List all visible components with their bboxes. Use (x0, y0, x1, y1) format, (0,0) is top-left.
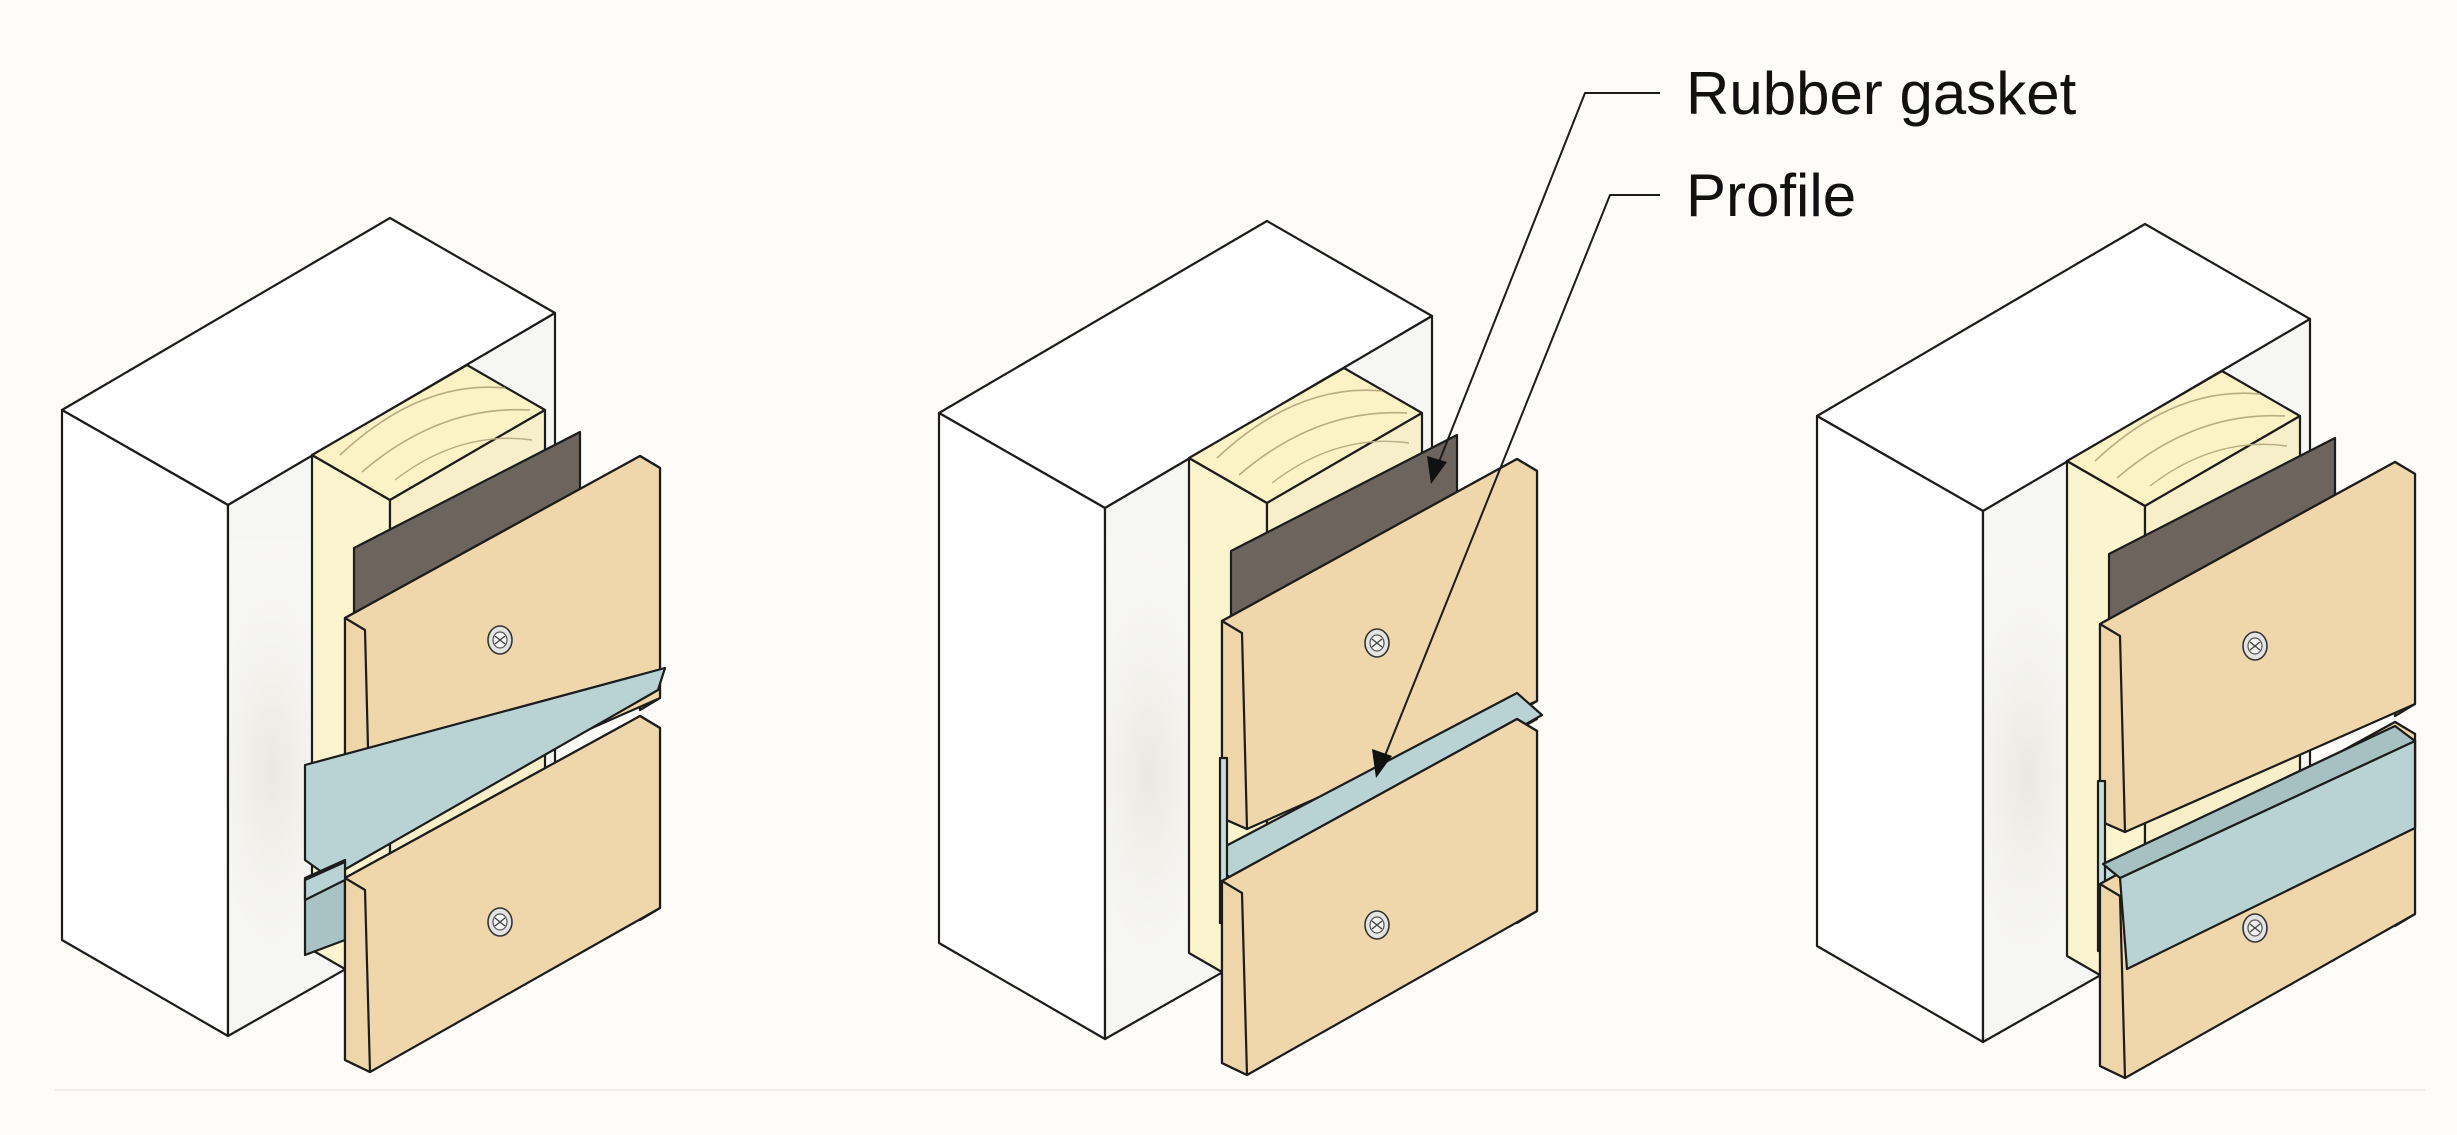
screw-slot (1371, 638, 1383, 648)
lower-board-front-edge (1220, 879, 1249, 1077)
screw-icon (2242, 913, 2268, 943)
upper-board-front-edge (2098, 622, 2127, 834)
profile-cover-top (2101, 724, 2417, 880)
screw-icon (2242, 631, 2268, 661)
batten-grain-3 (394, 437, 533, 481)
profile-lower-flange (303, 860, 347, 902)
screw-slot (2249, 923, 2261, 933)
batten-grain-3 (1271, 440, 1410, 484)
screw-slot (494, 917, 506, 927)
rubber-gasket-leader (1434, 92, 1660, 473)
rubber-gasket-arrowhead (1427, 456, 1447, 484)
block-front-face (1815, 414, 1985, 1044)
profile-arrowhead (1372, 749, 1392, 778)
batten-grain-2 (361, 408, 531, 473)
batten-grain-1 (2094, 392, 2261, 462)
rubber-gasket-label: Rubber gasket (1686, 60, 2077, 127)
screw-slot (2249, 641, 2261, 651)
profile-label: Profile (1686, 162, 1856, 229)
block-front-face (937, 411, 1107, 1041)
lower-board-front-edge (2098, 882, 2127, 1080)
lower-board-front-edge (343, 876, 372, 1074)
screw-icon (1364, 910, 1390, 940)
batten-grain-1 (339, 386, 506, 456)
batten-grain-2 (2116, 414, 2286, 479)
screw-slot (494, 635, 506, 645)
panel-middle (937, 219, 1544, 1077)
profile-flange (303, 666, 667, 880)
screw-icon (487, 625, 513, 655)
screw-icon (1364, 628, 1390, 658)
profile-leader (1379, 194, 1660, 769)
screw-icon (487, 907, 513, 937)
block-front-face (60, 408, 230, 1038)
panel-left (60, 216, 667, 1074)
batten-grain-1 (1216, 389, 1383, 459)
batten-grain-2 (1238, 411, 1408, 476)
callouts: Rubber gasket Profile (1372, 60, 2077, 778)
screw-slot (1371, 920, 1383, 930)
batten-grain-3 (2149, 443, 2288, 487)
panel-right (1815, 222, 2417, 1080)
upper-board-front-edge (1220, 619, 1249, 831)
